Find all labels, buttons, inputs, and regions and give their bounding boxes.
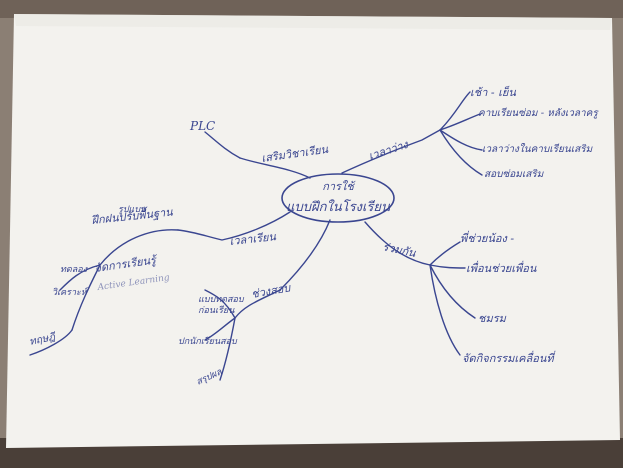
line-l3 xyxy=(59,264,101,291)
line-b1 xyxy=(204,289,236,319)
line-center-upper-right xyxy=(341,129,441,174)
leaf-l3: ทดลอง xyxy=(60,265,88,275)
line-r8 xyxy=(429,264,461,356)
center-ellipse xyxy=(281,173,395,223)
leaf-r5: พี่ช่วยน้อง - xyxy=(460,230,514,245)
line-l5 xyxy=(29,329,73,356)
leaf-r8: จัดกิจกรรมเคลื่อนที่ xyxy=(462,350,556,365)
line-center-lower-left xyxy=(234,219,331,319)
paper-top-edge xyxy=(14,14,612,30)
leaf-b1b: ก่อนเรียน xyxy=(198,305,235,316)
line-center-left-mid xyxy=(177,211,291,241)
line-l4 xyxy=(71,264,101,331)
leaf-l1a: รูปแบบ xyxy=(118,205,147,215)
branch-left-mid: เวลาเรียน xyxy=(229,230,277,248)
leaf-b1a: แบบทดสอบ xyxy=(198,295,245,305)
wall-top xyxy=(0,0,623,18)
line-r3 xyxy=(439,129,483,151)
line-b3 xyxy=(219,317,236,381)
leaf-b2: ปกนักเรียนสอบ xyxy=(178,336,238,347)
leaf-r2: คาบเรียนซ่อม - หลังเวลาครู xyxy=(478,107,599,119)
leaf-r7: ชมรม xyxy=(478,312,507,325)
line-r1 xyxy=(439,91,471,131)
line-center-upper-left xyxy=(239,157,311,179)
center-title-line2: แบบฝึกในโรงเรียน xyxy=(286,199,391,215)
leaf-r3: เวลาว่างในคาบเรียนเสริม xyxy=(482,143,594,155)
leaf-r1: เช้า - เย็น xyxy=(470,85,516,99)
mind-map-lines xyxy=(29,91,483,381)
leaf-l4: วิเคราะห์ xyxy=(52,287,89,298)
leaf-l5: ทฤษฎี xyxy=(28,330,58,348)
line-left-trunk xyxy=(99,229,179,266)
center-title-line1: การใช้ xyxy=(322,180,356,193)
line-to-plc xyxy=(204,131,241,159)
branch-plc: PLC xyxy=(189,119,215,133)
line-r7 xyxy=(429,264,476,319)
line-r5 xyxy=(429,241,461,266)
leaf-r6: เพื่อนช่วยเพื่อน xyxy=(466,260,537,275)
line-r4 xyxy=(439,129,483,176)
paper-sheet xyxy=(6,14,620,448)
line-r2 xyxy=(439,113,481,131)
line-b2 xyxy=(204,317,236,341)
line-center-right-mid xyxy=(364,221,431,266)
line-r6 xyxy=(429,264,466,269)
leaf-r4: สอบซ่อมเสริม xyxy=(484,168,545,180)
